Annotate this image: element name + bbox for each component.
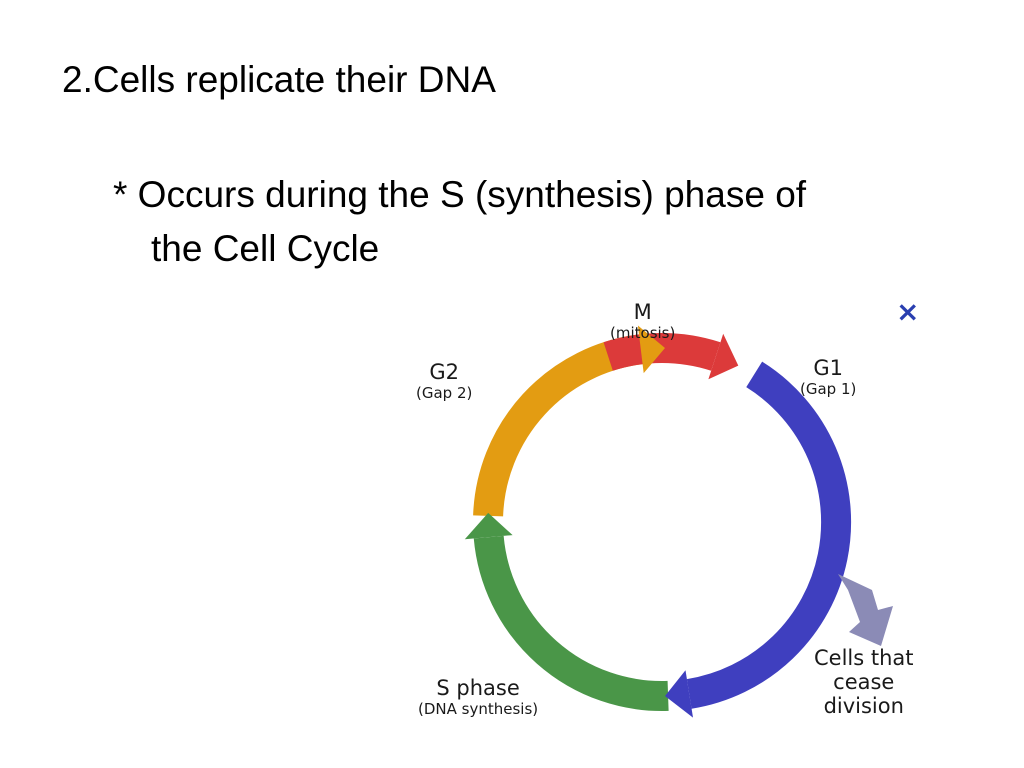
bullet-line-1: * Occurs during the S (synthesis) phase …	[113, 174, 807, 215]
g2-phase-arc	[473, 334, 643, 517]
cell-cycle-svg	[464, 325, 893, 718]
exit-label-line-2: cease	[833, 670, 895, 694]
bullet-line-2: the Cell Cycle	[151, 228, 380, 269]
bullet-text: * Occurs during the S (synthesis) phase …	[113, 168, 806, 276]
exit-label-line-3: division	[823, 694, 904, 718]
label-m-main: M	[633, 300, 652, 324]
label-g1-sub: (Gap 1)	[800, 380, 857, 398]
s-phase-arrowhead	[464, 512, 513, 540]
exit-arrow	[838, 574, 893, 646]
label-g1: G1 (Gap 1)	[800, 356, 856, 398]
g1-phase-arc	[686, 361, 852, 709]
slide-heading: 2.Cells replicate their DNA	[62, 59, 496, 100]
label-s-main: S phase	[436, 676, 520, 700]
s-phase-arc	[473, 535, 669, 711]
label-s-sub: (DNA synthesis)	[418, 700, 539, 718]
label-s: S phase (DNA synthesis)	[418, 676, 538, 718]
label-g2: G2 (Gap 2)	[416, 360, 472, 402]
label-g2-sub: (Gap 2)	[416, 384, 473, 402]
exit-label-line-1: Cells that	[814, 646, 914, 670]
label-g2-main: G2	[429, 360, 459, 384]
m-phase-arrowhead	[708, 333, 739, 380]
label-m: M (mitosis)	[610, 300, 675, 342]
close-icon[interactable]: ×	[896, 295, 920, 328]
exit-label: Cells that cease division	[814, 646, 914, 718]
g2-phase-arrowhead	[637, 325, 665, 374]
cell-cycle-diagram: × M (mitosis) G1 (Gap 1) G2 (Gap 2) S ph…	[400, 290, 960, 750]
label-g1-main: G1	[813, 356, 843, 380]
label-m-sub: (mitosis)	[610, 324, 676, 342]
g1-phase-arrowhead	[665, 670, 693, 718]
